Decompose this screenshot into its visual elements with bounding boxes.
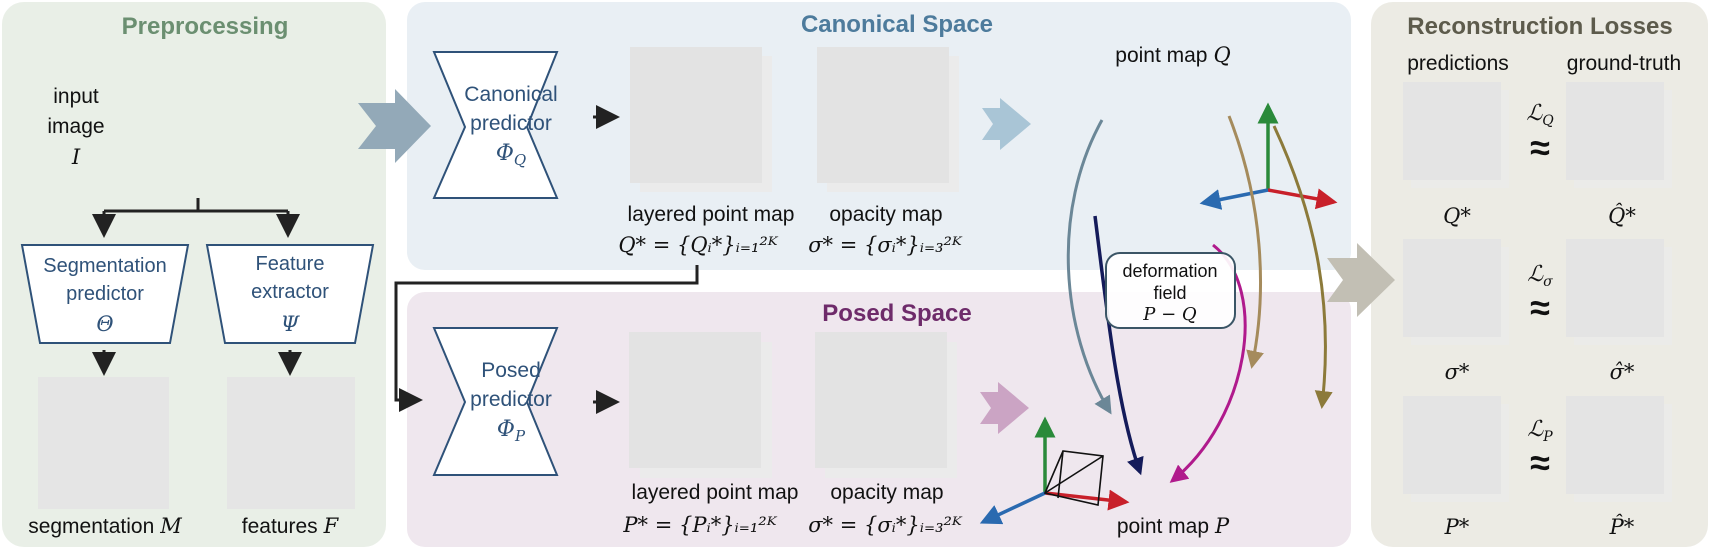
gt-sigma-label: σ̂* — [1610, 360, 1635, 384]
feature-extractor — [205, 244, 375, 344]
chevron-input-to-canonical — [358, 89, 431, 163]
deformation-field-box — [1105, 252, 1236, 329]
opacity-map-stack-front — [817, 47, 949, 183]
preprocessing-title: Preprocessing — [122, 13, 289, 40]
posed-predictor-symbol: ΦP — [497, 417, 526, 445]
approx-q-symbol: ≈ — [1530, 127, 1550, 168]
losses-title: Reconstruction Losses — [1407, 13, 1672, 40]
canonical-predictor-line2: predictor — [470, 112, 552, 135]
deformation-line2: field — [1153, 283, 1186, 303]
canonical-predictor — [432, 51, 559, 199]
flow-arrow-navy — [1093, 215, 1144, 476]
flow-arrow-tan — [1227, 115, 1264, 369]
gt-q-image — [1566, 82, 1664, 180]
segmentation-predictor-line1: Segmentation — [43, 255, 166, 277]
pred-sigma-label: σ* — [1445, 360, 1470, 384]
ground-truth-column-header: ground-truth — [1567, 52, 1681, 75]
loss-p-label: ℒP — [1527, 417, 1553, 445]
pred-sigma-image — [1403, 239, 1501, 337]
pred-q-image — [1403, 82, 1501, 180]
loss-sigma-label: ℒσ — [1527, 262, 1553, 290]
predictions-column-header: predictions — [1407, 52, 1509, 75]
pred-p-label: P* — [1444, 515, 1470, 539]
feature-extractor-symbol: Ψ — [281, 312, 301, 336]
canonical-layered-label: layered point map — [628, 203, 795, 226]
posed-opacity-stack-front — [815, 332, 947, 468]
canonical-opacity-formula: σ* = {σᵢ*}ᵢ₌₃²ᴷ — [808, 233, 963, 257]
gt-q-label: Q̂* — [1608, 204, 1636, 228]
gt-p-label: P̂* — [1609, 515, 1635, 539]
feature-extractor-line2: extractor — [251, 281, 329, 303]
loss-q-label: ℒQ — [1526, 101, 1554, 129]
input-image-label-2: image — [47, 115, 104, 138]
input-image-symbol: I — [71, 145, 81, 169]
camera-frustum — [1043, 450, 1104, 506]
approx-p-symbol: ≈ — [1530, 442, 1550, 483]
segmentation-predictor — [20, 244, 190, 344]
canonical-axis-z — [1199, 188, 1269, 210]
layered-map-stack-front — [630, 47, 762, 183]
canonical-space-title: Canonical Space — [801, 11, 993, 38]
approx-sigma-symbol: ≈ — [1530, 287, 1550, 328]
posed-layered-label: layered point map — [632, 481, 799, 504]
gt-p-image — [1566, 396, 1664, 494]
chevron-posed-small — [980, 382, 1029, 434]
chevron-to-losses — [1327, 243, 1395, 317]
pred-p-image — [1403, 396, 1501, 494]
segmentation-predictor-line2: predictor — [66, 283, 144, 305]
posed-layered-stack-front — [629, 332, 761, 468]
deformation-line1: deformation — [1122, 261, 1217, 281]
posed-opacity-label: opacity map — [830, 481, 943, 504]
posed-layered-formula: P* = {Pᵢ*}ᵢ₌₁²ᴷ — [622, 513, 777, 537]
deformation-line3: P − Q — [1142, 304, 1197, 325]
gt-sigma-image — [1566, 239, 1664, 337]
posed-predictor-line1: Posed — [481, 359, 541, 382]
segmentation-predictor-symbol: Θ — [96, 312, 113, 336]
segmentation-image-placeholder — [38, 377, 169, 509]
canonical-layered-formula: Q* = {Qᵢ*}ᵢ₌₁²ᴷ — [618, 233, 778, 257]
elbow-connector — [394, 265, 699, 412]
pred-q-label: Q* — [1443, 204, 1471, 228]
canonical-predictor-line1: Canonical — [464, 83, 557, 106]
flow-arrow-steel — [1066, 119, 1112, 415]
posed-predictor-line2: predictor — [470, 388, 552, 411]
feature-extractor-line1: Feature — [256, 253, 325, 275]
canonical-predictor-symbol: ΦQ — [496, 141, 526, 169]
features-image-placeholder — [227, 377, 355, 509]
posed-predictor — [432, 327, 559, 476]
posed-opacity-formula: σ* = {σᵢ*}ᵢ₌₃²ᴷ — [808, 513, 963, 537]
posed-space-title: Posed Space — [822, 300, 971, 327]
canonical-opacity-label: opacity map — [829, 203, 942, 226]
branch-connector — [104, 198, 288, 213]
chevron-canonical-small — [982, 98, 1031, 150]
posed-axis-z — [979, 491, 1046, 525]
flow-arrow-olive — [1272, 125, 1333, 409]
input-image-label-1: input — [53, 85, 99, 108]
